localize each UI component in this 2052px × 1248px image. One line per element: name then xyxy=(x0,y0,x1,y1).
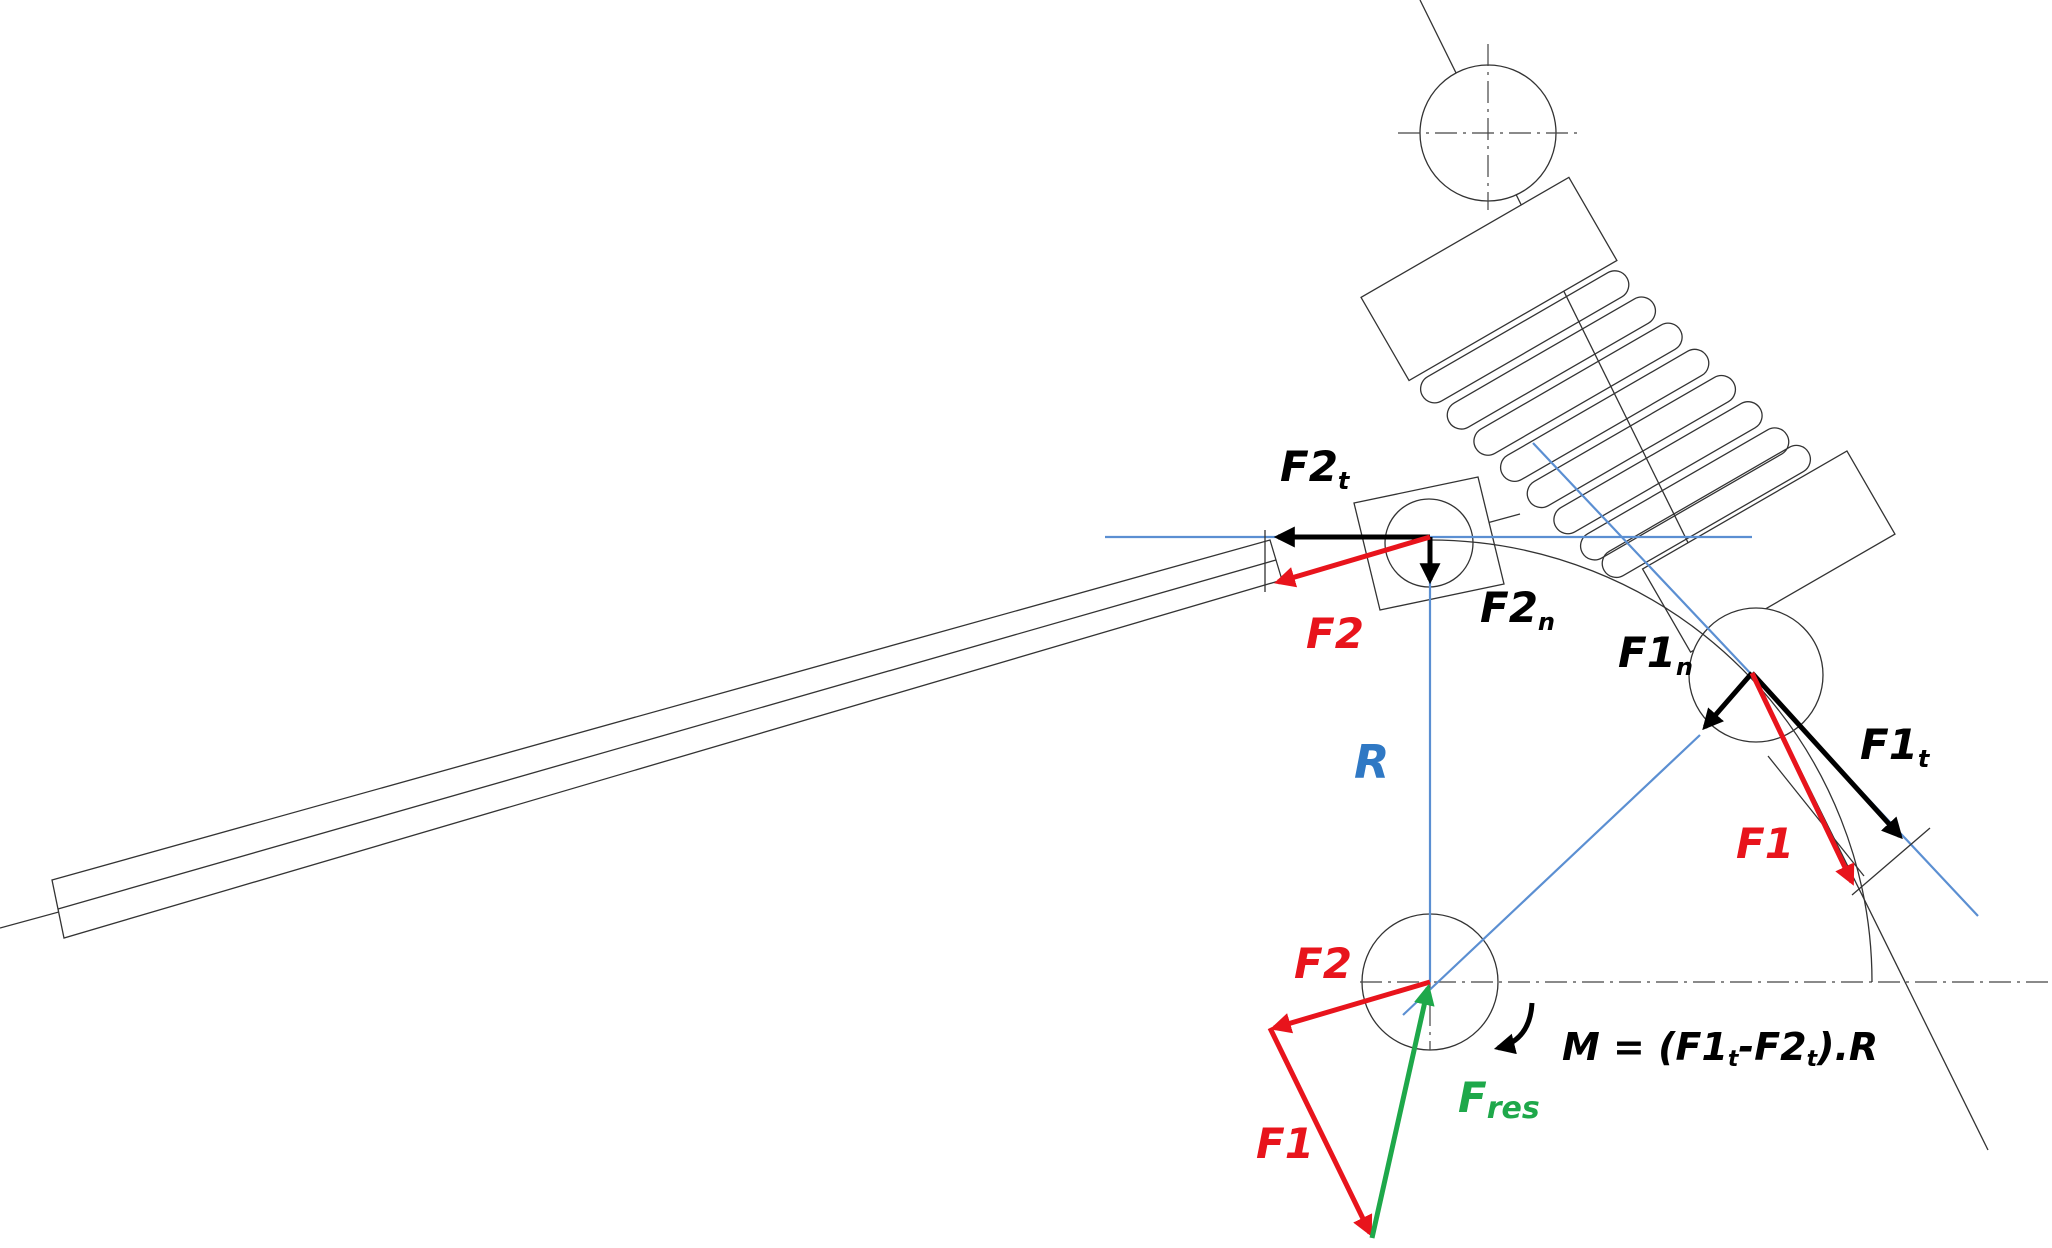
radius-arc xyxy=(1429,539,1873,983)
label-f1-bottom: F1 xyxy=(1256,1119,1314,1168)
spring-assembly xyxy=(1360,176,1896,654)
labels: F2t F2 F2n F1n F1t F1 R F2 Fres F1 M = (… xyxy=(1256,442,1931,1168)
f2-vectors xyxy=(1273,526,1441,588)
label-fres: Fres xyxy=(1458,1073,1540,1126)
f1t-arrow xyxy=(1750,671,1903,840)
label-f2-bottom: F2 xyxy=(1294,939,1352,988)
f2-arrow-bottom xyxy=(1269,979,1431,1034)
label-f1t: F1t xyxy=(1860,720,1931,773)
f1-arrow-bottom xyxy=(1267,1026,1373,1237)
f1n-arrow xyxy=(1702,671,1754,731)
spring-top-pivot xyxy=(1398,44,1578,210)
label-f2n: F2n xyxy=(1480,583,1555,636)
label-f2t: F2t xyxy=(1280,442,1351,495)
label-radius: R xyxy=(1354,735,1389,789)
vector-end-ticks xyxy=(1264,530,1931,896)
label-moment: M = (F1t-F2t).R xyxy=(1562,1025,1878,1072)
label-f1-right: F1 xyxy=(1736,819,1794,868)
fres-arrow xyxy=(1369,983,1435,1239)
f2-arrow-top xyxy=(1273,534,1431,588)
f1-vectors xyxy=(1702,671,1903,886)
spring-coils xyxy=(1419,270,1812,579)
label-f2-top: F2 xyxy=(1306,609,1364,658)
label-f1n: F1n xyxy=(1618,628,1693,681)
force-polygon xyxy=(1267,979,1435,1239)
moment-arrow xyxy=(1493,1002,1535,1055)
f1-arrow-right xyxy=(1749,671,1855,886)
